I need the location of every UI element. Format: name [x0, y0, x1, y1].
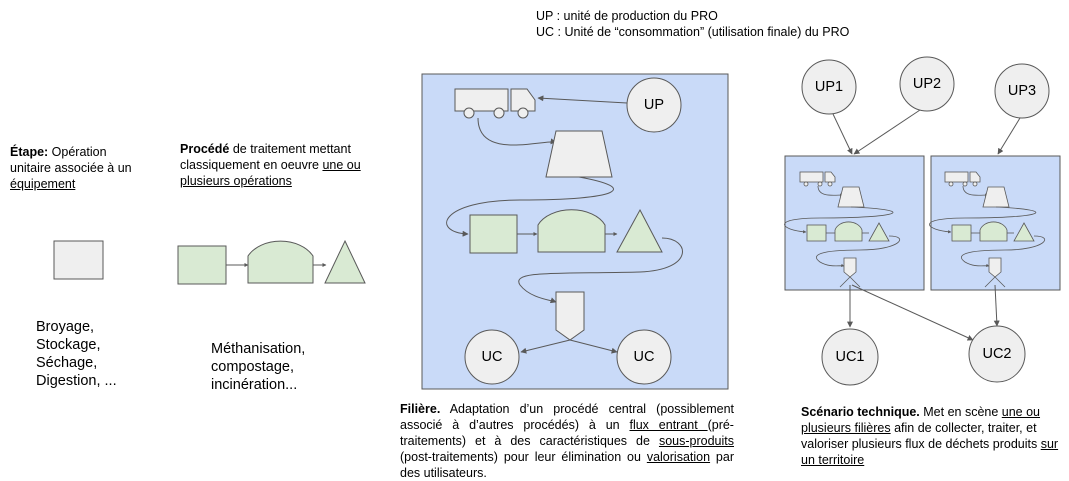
truck-icon	[454, 88, 536, 119]
filiere-uc-left-label: UC	[481, 349, 503, 365]
etape-examples: Broyage, Stockage, Séchage, Digestion, .…	[36, 318, 176, 390]
etape-description: Étape: Opération unitaire associée à un …	[10, 144, 140, 192]
scenario-uc2-node	[968, 325, 1026, 383]
procede-examples: Méthanisation, compostage, incinération.…	[211, 340, 361, 394]
procede-example: Méthanisation,	[211, 341, 306, 357]
filiere-up-label: UP	[643, 97, 665, 113]
filiere-up-node	[626, 77, 682, 133]
etape-title: Étape:	[10, 145, 49, 159]
filiere-triangle	[616, 208, 663, 253]
procede-desc-text: de traitement mettant classiquement en o…	[180, 142, 351, 172]
filiere-uc-right-label: UC	[633, 349, 655, 365]
procede-chain	[177, 239, 366, 285]
truck-icon	[944, 171, 981, 187]
filiere-uc-right-node	[616, 329, 672, 385]
procede-triangle	[324, 239, 366, 284]
procede-desc-link: une ou plusieurs opérations	[180, 158, 361, 188]
equipment-box	[53, 240, 104, 280]
procede-example: compostage,	[211, 359, 295, 375]
scenario-uc1-node	[821, 328, 879, 386]
legend: UP : unité de production du PRO UC : Uni…	[536, 8, 956, 40]
scenario-up3-label: UP3	[1007, 83, 1037, 99]
scenario-uc1-label: UC1	[835, 349, 865, 365]
filiere-caption: Filière. Adaptation d’un procédé central…	[400, 402, 735, 480]
etape-desc-link: équipement	[10, 177, 76, 191]
filiere-pentagon	[555, 291, 585, 341]
procede-dome	[247, 240, 314, 284]
etape-desc-text: Opération unitaire associée à un	[10, 145, 132, 175]
scenario-panel-2	[929, 155, 1061, 291]
procede-title: Procédé	[180, 142, 230, 156]
scenario-up2-label: UP2	[912, 76, 942, 92]
filiere-uc-left-node	[464, 329, 520, 385]
filiere-square	[469, 214, 518, 254]
filiere-trapezoid	[545, 130, 613, 178]
scenario-up3-node	[994, 63, 1050, 119]
scenario-uc2-label: UC2	[982, 346, 1012, 362]
legend-uc-line: UC : Unité de “consommation” (utilisatio…	[536, 25, 850, 39]
filiere-dome	[537, 209, 606, 253]
truck-icon	[799, 171, 836, 187]
scenario-up1-label: UP1	[814, 79, 844, 95]
procede-description: Procédé de traitement mettant classiquem…	[180, 141, 392, 189]
etape-example: Broyage,	[36, 319, 95, 335]
filiere-panel	[421, 73, 729, 390]
scenario-caption: Scénario technique. Met en scène une ou …	[801, 405, 1059, 467]
filiere-caption-title: Filière.	[400, 402, 441, 416]
scenario-up2-node	[899, 56, 955, 112]
etape-example: Digestion, ...	[36, 373, 117, 389]
scenario-up1-node	[801, 59, 857, 115]
etape-example: Séchage,	[36, 355, 98, 371]
legend-up-line: UP : unité de production du PRO	[536, 9, 718, 23]
etape-example: Stockage,	[36, 337, 101, 353]
procede-square	[177, 245, 227, 285]
procede-example: incinération...	[211, 377, 298, 393]
scenario-panel-1	[784, 155, 925, 291]
scenario-caption-title: Scénario technique.	[801, 405, 920, 419]
